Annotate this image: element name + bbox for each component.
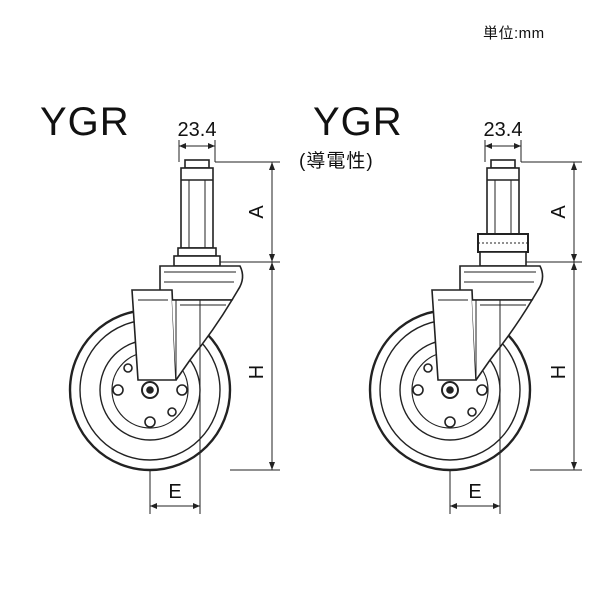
dim-e-label-right: E xyxy=(468,481,481,503)
model-subtitle-right: (導電性) xyxy=(299,151,374,172)
dim-a-label-left: A xyxy=(246,205,268,219)
stem-width-label-left: 23.4 xyxy=(178,119,217,141)
offset-dimension-left xyxy=(149,300,201,514)
stem-left xyxy=(173,159,221,267)
dim-a-label-right: A xyxy=(548,205,570,219)
dim-h-label-right: H xyxy=(548,365,570,379)
stem-width-label-right: 23.4 xyxy=(484,119,523,141)
stem-right xyxy=(477,159,529,267)
caster-drawing-right xyxy=(368,140,582,514)
unit-label: 単位:mm xyxy=(483,25,545,42)
stem-width-dimension-right xyxy=(484,140,522,162)
model-title-right: YGR xyxy=(313,100,403,144)
fork-right xyxy=(431,265,544,381)
fork-left xyxy=(131,265,244,381)
height-dimensions-left xyxy=(215,161,280,471)
dim-e-label-left: E xyxy=(168,481,181,503)
caster-drawing-left xyxy=(68,140,280,514)
stem-width-dimension-left xyxy=(178,140,216,162)
model-title-left: YGR xyxy=(40,100,130,144)
dim-h-label-left: H xyxy=(246,365,268,379)
height-dimensions-right xyxy=(521,161,582,471)
offset-dimension-right xyxy=(449,300,501,514)
